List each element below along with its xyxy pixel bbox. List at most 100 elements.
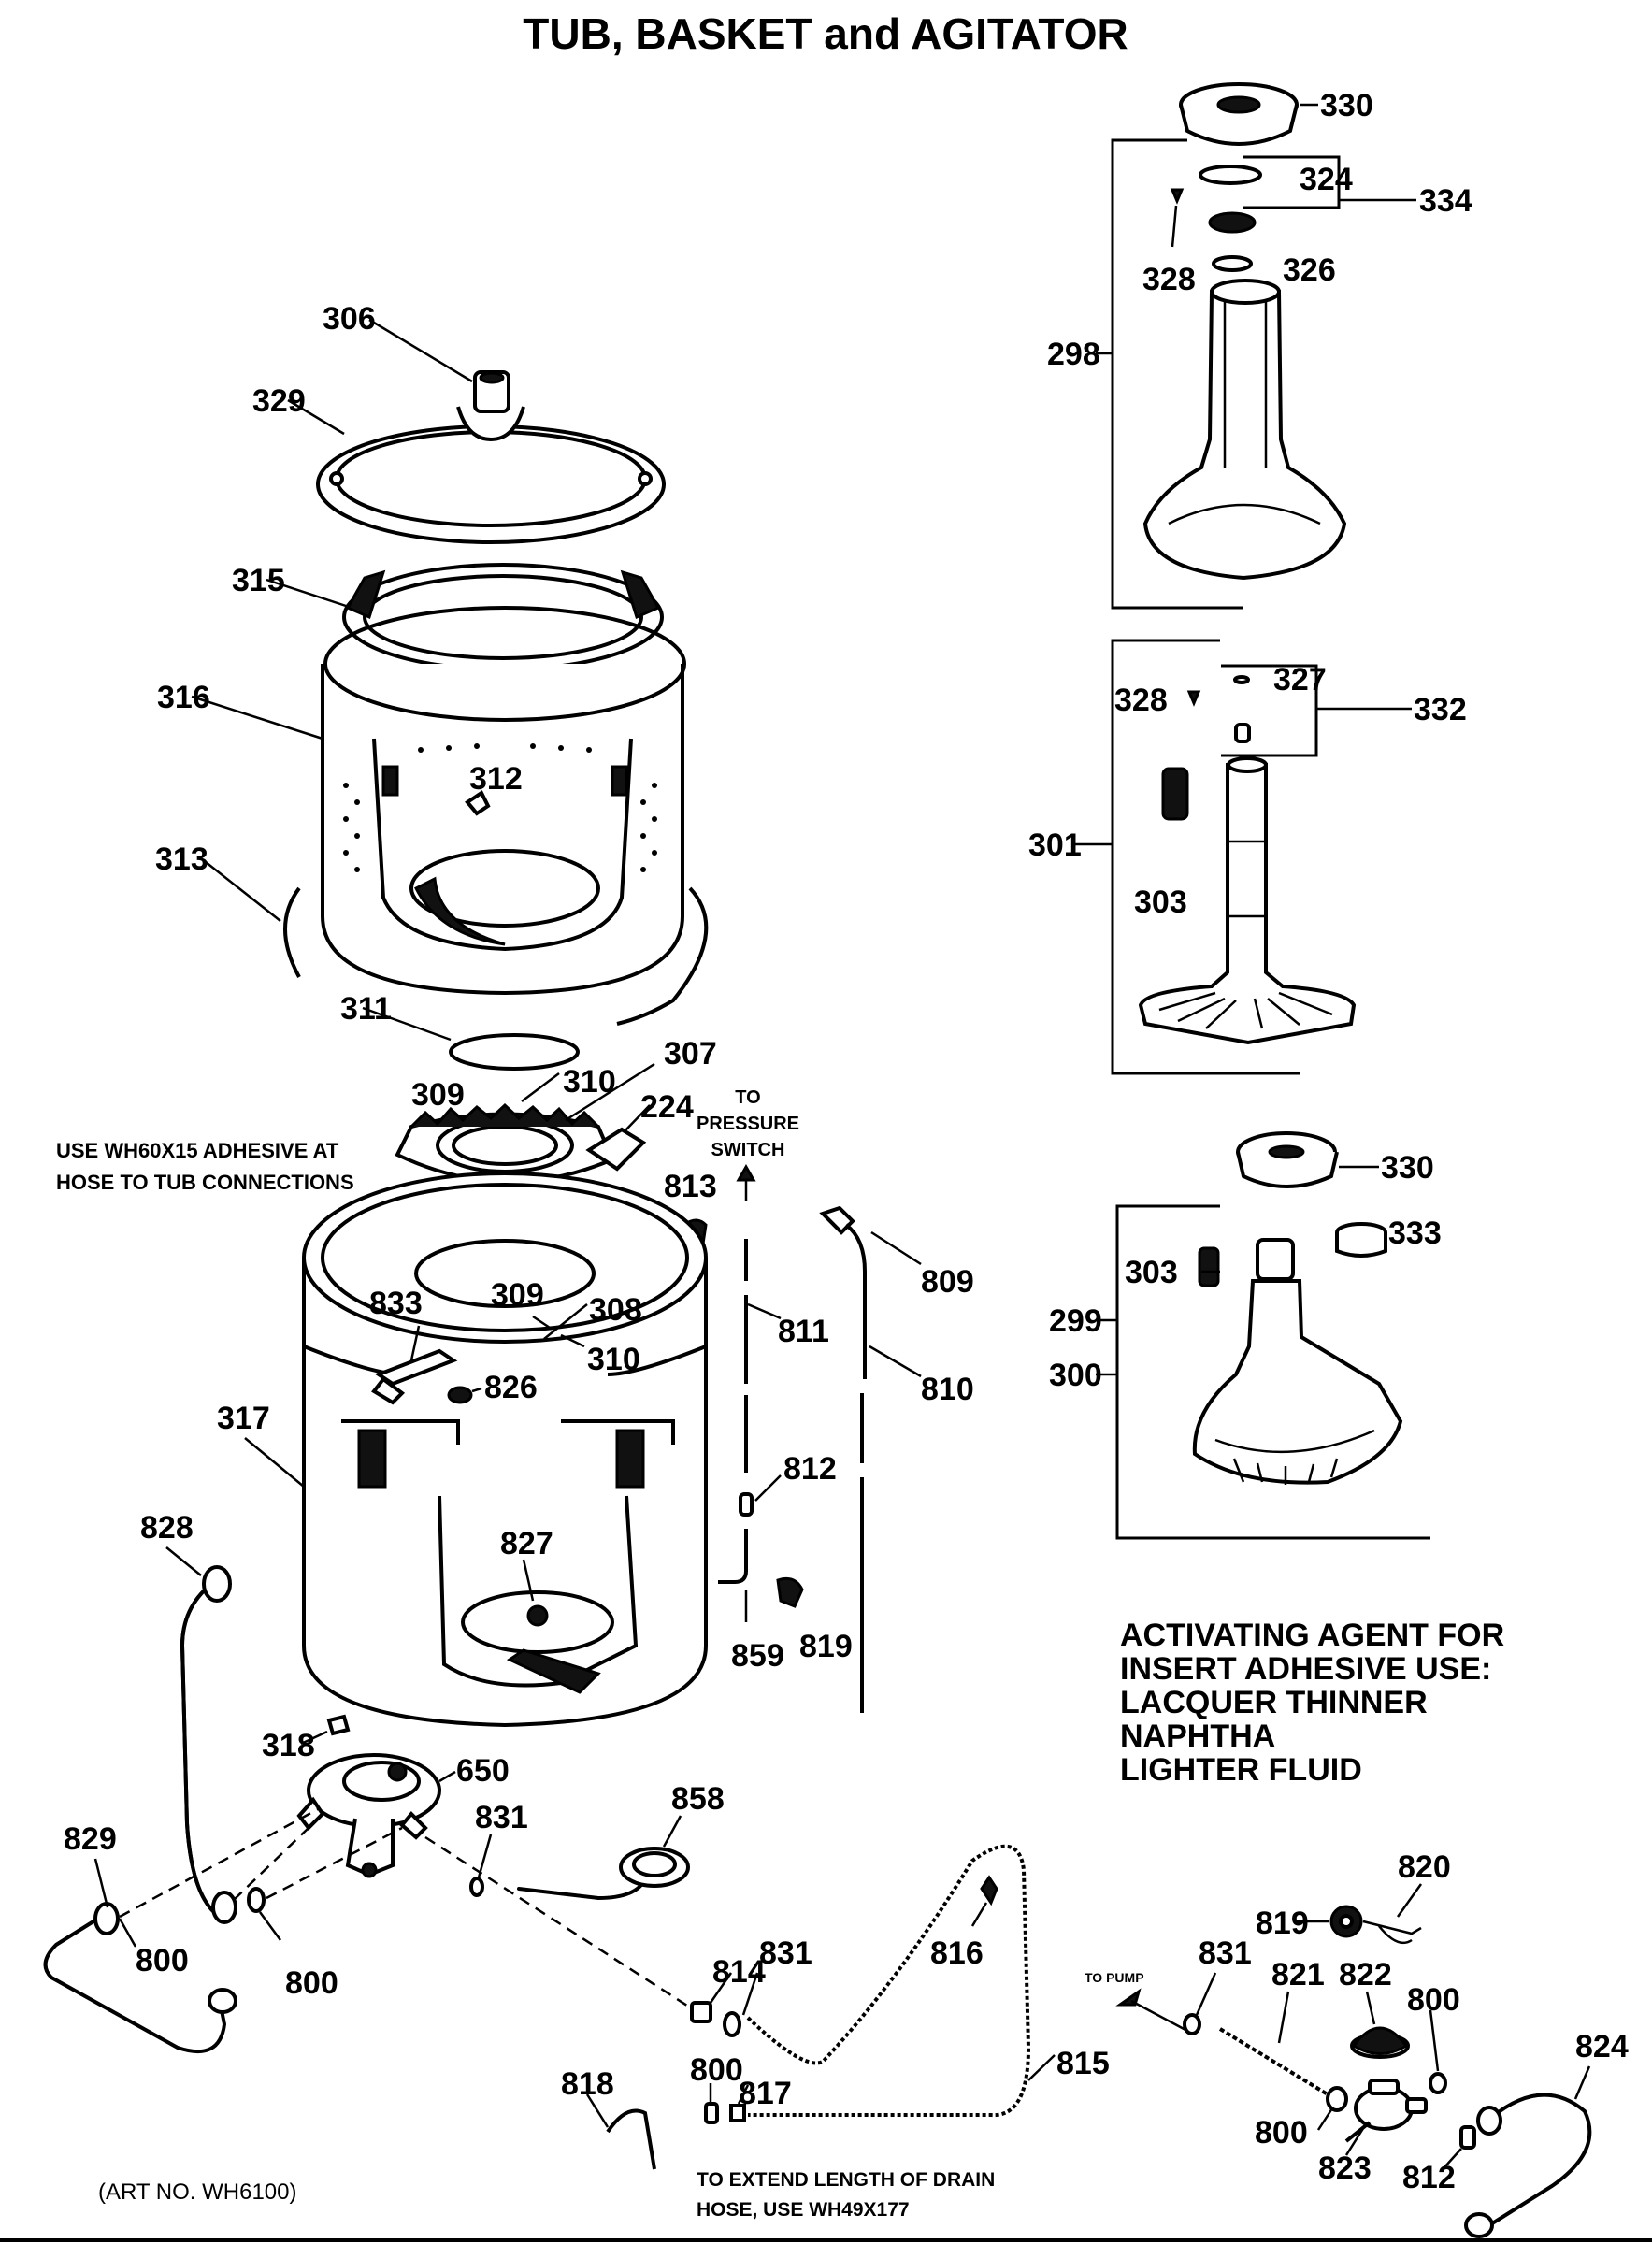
callout-822: 822 [1339,1957,1392,1992]
callout-311: 311 [340,991,392,1027]
callout-829: 829 [64,1821,117,1857]
callout-307: 307 [664,1036,717,1072]
hose-818 [606,2108,656,2170]
basket-316 [321,606,686,996]
callout-313: 313 [155,842,208,877]
svg-text:USE WH60X15 ADHESIVE AT: USE WH60X15 ADHESIVE AT [56,1139,339,1162]
callout-859: 859 [731,1638,784,1674]
callout-826: 826 [484,1370,538,1405]
part-833 [371,1348,458,1405]
basket-cover-329 [316,370,666,544]
callout-831a: 831 [475,1800,528,1835]
svg-text:TO: TO [735,1087,760,1108]
callout-800a: 800 [136,1943,189,1978]
callout-827: 827 [500,1526,553,1561]
callout-819: 819 [799,1629,853,1664]
connector-859 [718,1529,748,1584]
adhesive-note: USE WH60X15 ADHESIVE AT HOSE TO TUB CONN… [56,1139,354,1194]
pump-650 [296,1753,441,1878]
callout-330: 330 [1320,88,1373,123]
callout-812: 812 [783,1451,837,1487]
agitator-301 [1138,675,1357,1045]
activating-agent-note: ACTIVATING AGENT FOR INSERT ADHESIVE USE… [1120,1618,1504,1788]
hose-821 [1218,2027,1329,2096]
outer-tub-317 [302,1172,708,1728]
callout-324: 324 [1300,162,1353,197]
callout-821: 821 [1271,1957,1325,1992]
callout-813: 813 [664,1169,717,1204]
part-814 [690,2001,712,2023]
svg-text:ACTIVATING AGENT FOR: ACTIVATING AGENT FOR [1120,1618,1504,1653]
callout-800b: 800 [285,1965,338,2001]
svg-text:HOSE TO TUB CONNECTIONS: HOSE TO TUB CONNECTIONS [56,1171,354,1194]
callout-858: 858 [671,1781,725,1817]
callout-816: 816 [930,1935,984,1971]
callout-824: 824 [1575,2029,1629,2064]
callout-809: 809 [921,1264,974,1300]
callout-831c: 831 [1199,1935,1252,1971]
basket-rim-315 [342,563,664,671]
callout-303: 303 [1134,885,1187,920]
agitator-298 [1142,165,1347,581]
callout-316: 316 [157,680,210,715]
agitator-cap-330 [1179,82,1299,146]
callout-327: 327 [1273,662,1327,698]
callout-833: 833 [369,1286,423,1321]
svg-text:INSERT ADHESIVE USE:: INSERT ADHESIVE USE: [1120,1651,1491,1687]
clip-816 [980,1875,998,1906]
callout-800e: 800 [1255,2115,1308,2150]
pressure-tube-811 [736,1163,756,1473]
hose-824 [1480,2093,1592,2232]
basket-seal-313 [283,886,301,978]
part-318 [326,1714,351,1736]
callout-328b: 328 [1114,683,1168,718]
callout-810: 810 [921,1372,974,1407]
callout-800d: 800 [1407,1982,1460,2018]
drain-hose-note: TO EXTEND LENGTH OF DRAIN HOSE, USE WH49… [697,2169,995,2221]
agitator-box-299 [1115,1204,1430,1540]
to-pump-note: TO PUMP [1085,1970,1144,1985]
clamp-ring-311 [449,1033,580,1071]
svg-text:HOSE, USE WH49X177: HOSE, USE WH49X177 [697,2199,910,2221]
callout-326: 326 [1283,252,1336,288]
diagram-title: TUB, BASKET and AGITATOR [523,9,1128,58]
callout-329: 329 [252,383,306,419]
callout-306: 306 [323,301,376,337]
callout-310b: 310 [587,1342,640,1377]
callout-298: 298 [1047,337,1100,372]
art-number: (ART NO. WH6100) [98,2179,297,2205]
svg-text:SWITCH: SWITCH [711,1140,785,1160]
pressure-switch-note: TO PRESSURE SWITCH [697,1087,799,1160]
callout-308: 308 [589,1292,642,1328]
callout-817: 817 [739,2076,792,2111]
callout-818: 818 [561,2066,614,2102]
svg-text:NAPHTHA: NAPHTHA [1120,1719,1275,1754]
callout-330b: 330 [1381,1150,1434,1186]
agitator-box-298 [1111,138,1243,610]
hose-858 [517,1877,647,1901]
callout-301: 301 [1028,827,1082,863]
svg-text:LIGHTER FLUID: LIGHTER FLUID [1120,1752,1362,1788]
callout-811: 811 [778,1314,829,1349]
agitator-box-301 [1111,639,1300,1075]
grommet-819 [776,1576,804,1608]
callout-820: 820 [1398,1849,1451,1885]
callout-800c: 800 [690,2052,743,2088]
callout-333: 333 [1388,1216,1442,1251]
callout-309: 309 [411,1077,465,1113]
hose-829 [43,1920,227,2053]
callout-224: 224 [640,1089,694,1125]
callout-828: 828 [140,1510,194,1546]
callout-819b: 819 [1256,1906,1309,1941]
callout-309b: 309 [491,1277,544,1313]
callout-650: 650 [456,1753,510,1789]
callout-334: 334 [1419,183,1472,219]
callout-823: 823 [1318,2150,1372,2186]
callout-831b: 831 [759,1935,812,1971]
callout-812b: 812 [1402,2160,1456,2195]
callout-814: 814 [712,1954,766,1990]
callout-315: 315 [232,563,285,598]
callout-332: 332 [1414,692,1467,727]
callout-310: 310 [563,1064,616,1100]
